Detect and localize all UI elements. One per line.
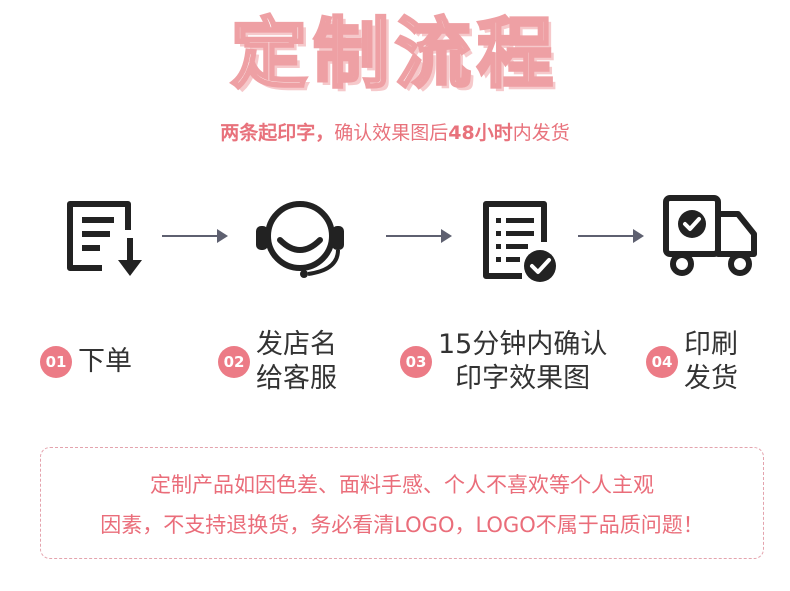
- step-label: 15分钟内确认 印字效果图: [438, 329, 608, 394]
- step-label: 发店名 给客服: [256, 329, 337, 394]
- checklist-icon: [483, 201, 556, 282]
- step-number: 04: [646, 346, 678, 378]
- step-3: 03 15分钟内确认 印字效果图: [400, 328, 607, 396]
- subtitle-hours: 48小时: [448, 122, 513, 144]
- step-4: 04 印刷 发货: [646, 328, 738, 396]
- notice-box: 定制产品如因色差、面料手感、个人不喜欢等个人主观 因素，不支持退换货，务必看清L…: [40, 447, 764, 559]
- notice-line-1: 定制产品如因色差、面料手感、个人不喜欢等个人主观: [150, 473, 654, 497]
- step-1: 01 下单: [40, 345, 132, 379]
- flow-arrow-1: [162, 229, 228, 243]
- headset-icon: [256, 201, 344, 278]
- step-label: 下单: [78, 346, 132, 377]
- flow-arrow-3: [578, 229, 644, 243]
- page-title: 定制流程: [230, 8, 559, 100]
- flow-arrow-2: [386, 229, 452, 243]
- step-number: 01: [40, 346, 72, 378]
- step-number: 03: [400, 346, 432, 378]
- delivery-truck-icon: [663, 195, 757, 276]
- subtitle-ship: 内发货: [512, 122, 570, 144]
- page-subtitle: 两条起印字，确认效果图后48小时内发货: [0, 118, 790, 148]
- order-download-icon: [67, 201, 142, 276]
- notice-line-2: 因素，不支持退换货，务必看清LOGO，LOGO不属于品质问题！: [100, 513, 704, 537]
- step-2: 02 发店名 给客服: [218, 328, 337, 396]
- subtitle-min-order: 两条起印字，: [220, 122, 335, 144]
- step-label: 印刷 发货: [684, 329, 738, 394]
- step-number: 02: [218, 346, 250, 378]
- subtitle-confirm: 确认效果图后: [334, 122, 449, 144]
